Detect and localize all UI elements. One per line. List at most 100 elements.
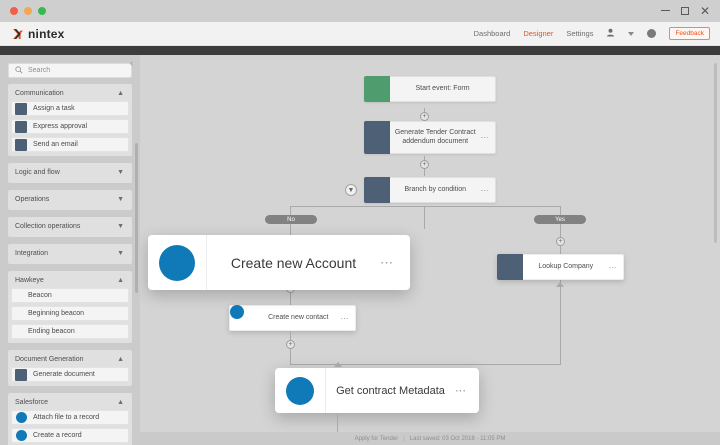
circle-icon (16, 412, 27, 423)
list-item-label: Assign a task (33, 105, 75, 112)
list-item[interactable]: Ending beacon (11, 324, 129, 339)
lookup-company-icon (497, 254, 523, 280)
node-menu-icon[interactable]: ⋯ (480, 133, 489, 142)
list-item[interactable]: Create a record (11, 428, 129, 443)
brand-bar: nintex Dashboard Designer Settings Feedb… (0, 22, 720, 46)
group-title: Logic and flow (15, 169, 60, 176)
square-icon (15, 120, 27, 133)
add-step-button[interactable]: + (420, 112, 429, 121)
connector-arrow (556, 282, 564, 287)
sidebar-group-collection-operations[interactable]: Collection operations ▼ (8, 217, 132, 237)
group-title: Communication (15, 90, 64, 97)
chevron-up-icon: ▲ (117, 399, 124, 406)
add-step-button[interactable]: + (286, 340, 295, 349)
status-bar: Apply for Tender | Last saved: 03 Oct 20… (140, 432, 720, 445)
node-menu-icon[interactable]: ⋯ (340, 313, 349, 323)
sidebar-group-integration[interactable]: Integration ▼ (8, 244, 132, 264)
node-generate-document[interactable]: Generate Tender Contract addendum docume… (364, 121, 496, 154)
list-item[interactable]: Send an email (11, 137, 129, 152)
minimize-window-dot[interactable] (24, 7, 32, 15)
node-start-event[interactable]: Start event: Form (364, 76, 496, 102)
sidebar-group-logic-and-flow[interactable]: Logic and flow ▼ (8, 163, 132, 183)
canvas-scrollbar[interactable] (714, 63, 717, 243)
actions-sidebar: Search Communication ▲ Assign a task Exp… (0, 55, 140, 445)
workflow-name: Apply for Tender (354, 435, 399, 442)
group-title: Collection operations (15, 223, 81, 230)
group-header-salesforce[interactable]: Salesforce ▲ (11, 396, 129, 410)
connector-line (560, 280, 561, 365)
sidebar-group-operations[interactable]: Operations ▼ (8, 190, 132, 210)
chevron-down-icon[interactable] (628, 31, 635, 36)
square-icon (15, 368, 27, 381)
node-label: Lookup Company (538, 262, 594, 270)
search-container: Search (0, 55, 140, 84)
zoom-window-dot[interactable] (38, 7, 46, 15)
chevron-up-icon: ▲ (117, 356, 124, 363)
connector-line (560, 206, 561, 219)
group-title: Document Generation (15, 356, 84, 363)
circle-icon (16, 430, 27, 441)
node-menu-icon[interactable]: ⋯ (380, 254, 394, 270)
chevron-down-icon: ▼ (117, 169, 124, 176)
node-lookup-company[interactable]: Lookup Company ⋯ (497, 254, 624, 280)
status-separator: | (403, 435, 405, 442)
salesforce-icon-wrap (275, 368, 325, 413)
list-item[interactable]: Assign a task (11, 101, 129, 116)
sidebar-scrollbar[interactable] (135, 143, 138, 293)
top-navigation: Dashboard Designer Settings Feedback (474, 27, 720, 40)
branch-icon (364, 177, 390, 203)
close-window-dot[interactable] (10, 7, 18, 15)
node-create-new-account[interactable]: Create new Account ⋯ (148, 235, 410, 290)
node-branch-by-condition[interactable]: Branch by condition ⋯ (364, 177, 496, 203)
list-item-label: Beginning beacon (28, 310, 85, 317)
feedback-button[interactable]: Feedback (669, 27, 710, 40)
node-label: Create new contact (268, 313, 329, 321)
divider (325, 368, 326, 413)
group-header-logic-and-flow[interactable]: Logic and flow ▼ (11, 166, 129, 180)
node-create-new-contact[interactable]: Create new contact ⋯ (229, 305, 356, 331)
connector-line (337, 413, 338, 435)
add-step-button[interactable]: + (420, 160, 429, 169)
avatar[interactable] (647, 29, 657, 38)
nintex-logo[interactable]: nintex (0, 27, 65, 41)
chevron-down-icon: ▼ (117, 223, 124, 230)
group-header-collection-operations[interactable]: Collection operations ▼ (11, 220, 129, 234)
maximize-icon[interactable] (680, 5, 689, 17)
group-header-communication[interactable]: Communication ▲ (11, 87, 129, 101)
list-item-label: Express approval (33, 123, 88, 130)
minimize-icon[interactable] (660, 5, 670, 17)
square-icon (15, 138, 27, 151)
divider (206, 235, 207, 290)
list-item[interactable]: Generate document (11, 367, 129, 382)
group-header-operations[interactable]: Operations ▼ (11, 193, 129, 207)
nav-item-designer[interactable]: Designer (523, 29, 554, 38)
group-header-integration[interactable]: Integration ▼ (11, 247, 129, 261)
branch-collapse-icon[interactable]: ▼ (345, 184, 357, 196)
workflow-canvas[interactable]: Start event: Form + Generate Tender Cont… (140, 55, 720, 445)
close-icon[interactable]: ✕ (699, 4, 710, 18)
node-label: Start event: Form (415, 84, 470, 92)
toolbar-strip (0, 46, 720, 55)
node-menu-icon[interactable]: ⋯ (480, 185, 489, 195)
list-item-label: Generate document (33, 371, 95, 378)
group-header-document-generation[interactable]: Document Generation ▲ (11, 353, 129, 367)
window-controls: ✕ (660, 4, 720, 18)
list-item[interactable]: Beacon (11, 288, 129, 303)
add-step-button[interactable]: + (556, 237, 565, 246)
list-item[interactable]: Attach file to a record (11, 410, 129, 425)
node-get-contract-metadata[interactable]: Get contract Metadata ⋯ (275, 368, 479, 413)
user-icon[interactable] (606, 28, 615, 39)
group-header-hawkeye[interactable]: Hawkeye ▲ (11, 274, 129, 288)
node-menu-icon[interactable]: ⋯ (455, 385, 467, 397)
node-menu-icon[interactable]: ⋯ (608, 262, 617, 272)
circle-icon (286, 376, 314, 405)
square-icon (15, 102, 27, 115)
list-item[interactable]: Beginning beacon (11, 306, 129, 321)
list-item[interactable]: Express approval (11, 119, 129, 134)
search-input[interactable]: Search (8, 63, 132, 78)
os-title-bar: ✕ (0, 0, 720, 22)
nav-item-dashboard[interactable]: Dashboard (473, 29, 511, 38)
circle-icon (230, 305, 244, 319)
collapse-sidebar-icon[interactable]: ‹ (130, 58, 133, 68)
nav-item-settings[interactable]: Settings (566, 29, 594, 38)
